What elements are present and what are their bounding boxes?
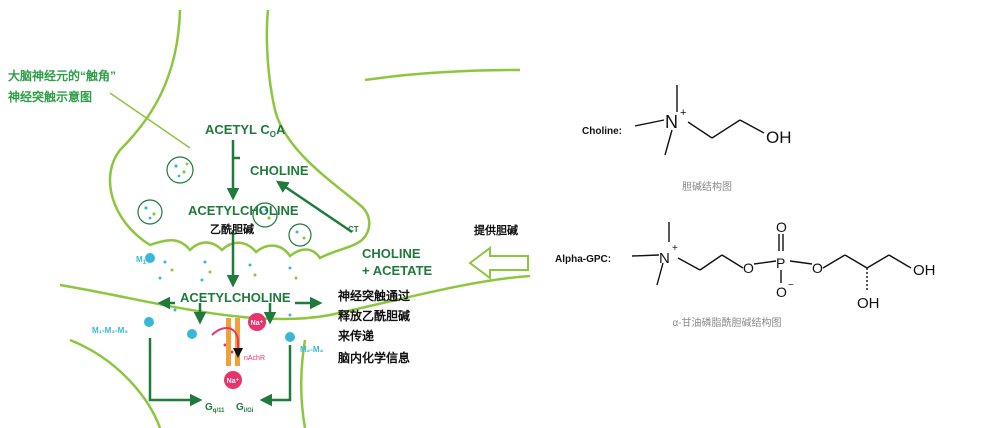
vesicle-dots	[144, 162, 306, 240]
acetyl-coa-label: ACETYL COA	[205, 122, 286, 139]
receptor-mid	[187, 329, 197, 339]
description-line1: 神经突触通过	[338, 288, 410, 303]
vesicle	[288, 223, 312, 247]
alpha-gpc-caption: α-甘油磷脂酰胆碱结构图	[672, 316, 781, 329]
provide-choline-label: 提供胆碱	[474, 223, 518, 237]
alpha-gpc-o1: O	[743, 260, 754, 276]
caption-line2: 神经突触示意图	[8, 89, 92, 104]
choline-name-label: Choline:	[582, 126, 622, 137]
choline-caption: 胆碱结构图	[682, 180, 732, 193]
choline-acetate-label-2: + ACETATE	[362, 263, 433, 278]
vesicles	[137, 156, 312, 247]
choline-label: CHOLINE	[250, 163, 309, 178]
postsynaptic-membrane-right	[300, 339, 307, 428]
arrow-g-left	[148, 338, 203, 407]
vesicle	[137, 199, 163, 225]
choline-acetate-label-1: CHOLINE	[362, 246, 421, 261]
arrow-choline-reuptake	[275, 180, 353, 234]
acetylcholine-top-label: ACETYLCHOLINE	[188, 203, 299, 218]
arrow-g-right	[259, 345, 292, 407]
receptor-m1m3m5-label: M₁-M₃-M₅	[92, 326, 128, 335]
nachr-label: nAchR	[244, 355, 265, 362]
alpha-gpc-p: P	[776, 255, 785, 271]
pathway-arrows	[148, 140, 353, 407]
g-q11-label: Gq/11	[205, 402, 225, 414]
receptors	[144, 253, 295, 342]
caption-line1: 大脑神经元的“触角”	[8, 68, 116, 83]
sodium-label-top: Na⁺	[251, 320, 264, 327]
caption-pointer	[109, 92, 191, 149]
acetylcholine-cn-label: 乙酰胆碱	[210, 222, 254, 236]
alpha-gpc-oh1: OH	[913, 262, 936, 279]
g-io-label: Gi/Gi	[236, 402, 254, 414]
alpha-gpc-oh2: OH	[857, 295, 880, 312]
choline-oh: OH	[766, 128, 792, 147]
acetylcholine-cleft-label: ACETYLCHOLINE	[180, 290, 291, 305]
alpha-gpc-name-label: Alpha-GPC:	[555, 254, 611, 265]
ct-label: CT	[348, 225, 359, 234]
alpha-gpc-o-minus: O	[776, 284, 787, 300]
alpha-gpc-n: N	[659, 250, 670, 267]
alpha-gpc-n-plus: +	[672, 243, 678, 254]
receptor-m2m4-label: M₂-M₄	[300, 345, 324, 354]
alpha-gpc-structure	[631, 222, 912, 291]
vesicle	[252, 202, 278, 228]
description-line2: 释放乙酰胆碱	[338, 308, 410, 323]
postsynaptic-membrane-lower	[69, 338, 162, 428]
choline-structure	[634, 85, 765, 156]
neurotransmitter-dots	[158, 260, 298, 354]
description-line3: 来传递	[337, 328, 374, 343]
receptor-m2m4	[285, 332, 295, 342]
presynaptic-membrane	[108, 9, 371, 260]
alpha-gpc-o-top: O	[776, 219, 787, 235]
receptor-m1-top	[145, 253, 155, 263]
dendrite-line	[364, 68, 521, 82]
receptor-m1m3m5	[144, 317, 154, 327]
description-line4: 脑内化学信息	[337, 350, 410, 365]
choline-n-plus: +	[680, 107, 686, 119]
provide-choline-arrow	[468, 246, 529, 280]
sodium-ion-bottom	[224, 371, 242, 389]
postsynaptic-membrane	[59, 274, 531, 321]
choline-n: N	[665, 112, 678, 132]
alpha-gpc-o2: O	[812, 260, 823, 276]
vesicle	[166, 156, 194, 184]
sodium-ion-top	[248, 313, 266, 331]
alpha-gpc-minus: −	[788, 280, 794, 291]
receptor-m1-label: M1	[136, 255, 147, 266]
nachr-channel	[211, 318, 243, 366]
sodium-label-bottom: Na⁺	[227, 378, 240, 385]
